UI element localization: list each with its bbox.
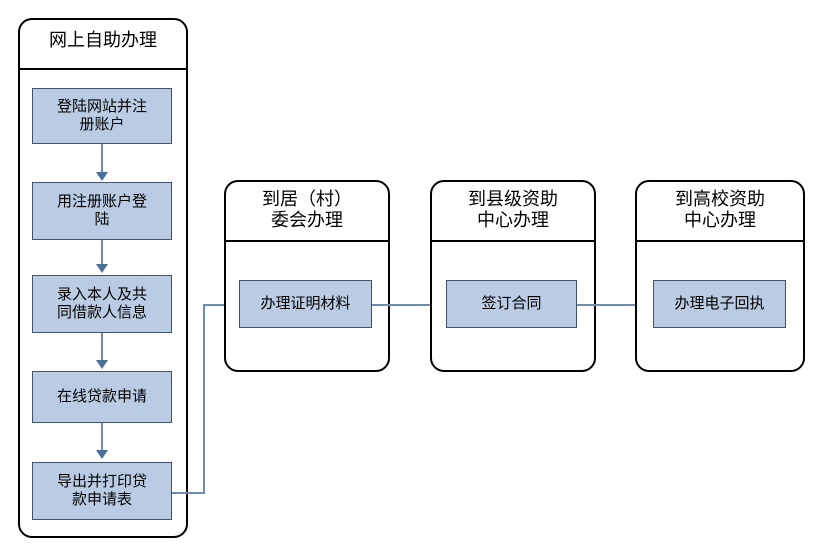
- connector-print-proof-segment-h2: [203, 304, 231, 306]
- connector-apply-print: [101, 423, 103, 452]
- panel-divider-village-committee: [226, 240, 388, 242]
- panel-university-aid-center: [635, 180, 805, 372]
- process-box-step-apply[interactable]: 在线贷款申请: [32, 371, 172, 423]
- connector-login-info: [101, 240, 103, 266]
- connector-print-proof-segment-v: [203, 304, 205, 494]
- panel-title-village-committee: 到居（村） 委会办理: [262, 189, 352, 231]
- arrowhead-apply-print: [96, 450, 108, 459]
- process-box-step-contract[interactable]: 签订合同: [446, 280, 577, 328]
- process-box-step-login[interactable]: 用注册账户登 陆: [32, 182, 172, 240]
- arrowhead-login-info: [96, 264, 108, 273]
- process-box-step-receipt[interactable]: 办理电子回执: [653, 280, 786, 328]
- panel-title-online-self-service: 网上自助办理: [49, 30, 157, 50]
- panel-county-aid-center: [430, 180, 596, 372]
- panel-village-committee: [224, 180, 390, 372]
- panel-divider-county-aid-center: [432, 240, 594, 242]
- process-box-step-print[interactable]: 导出并打印贷 款申请表: [32, 462, 172, 520]
- arrowhead-register-login: [96, 172, 108, 181]
- arrowhead-info-apply: [96, 360, 108, 369]
- connector-contract-receipt: [577, 304, 643, 306]
- connector-print-proof-segment-h1: [172, 492, 205, 494]
- panel-divider-online-self-service: [20, 68, 186, 70]
- process-box-step-proof[interactable]: 办理证明材料: [239, 280, 372, 328]
- panel-divider-university-aid-center: [637, 240, 803, 242]
- process-box-step-info[interactable]: 录入本人及共 同借款人信息: [32, 275, 172, 333]
- connector-register-login: [101, 144, 103, 174]
- panel-title-university-aid-center: 到高校资助 中心办理: [675, 189, 765, 231]
- panel-title-county-aid-center: 到县级资助 中心办理: [468, 189, 558, 231]
- connector-proof-contract: [372, 304, 437, 306]
- connector-info-apply: [101, 333, 103, 362]
- process-box-step-register[interactable]: 登陆网站并注 册账户: [32, 88, 172, 144]
